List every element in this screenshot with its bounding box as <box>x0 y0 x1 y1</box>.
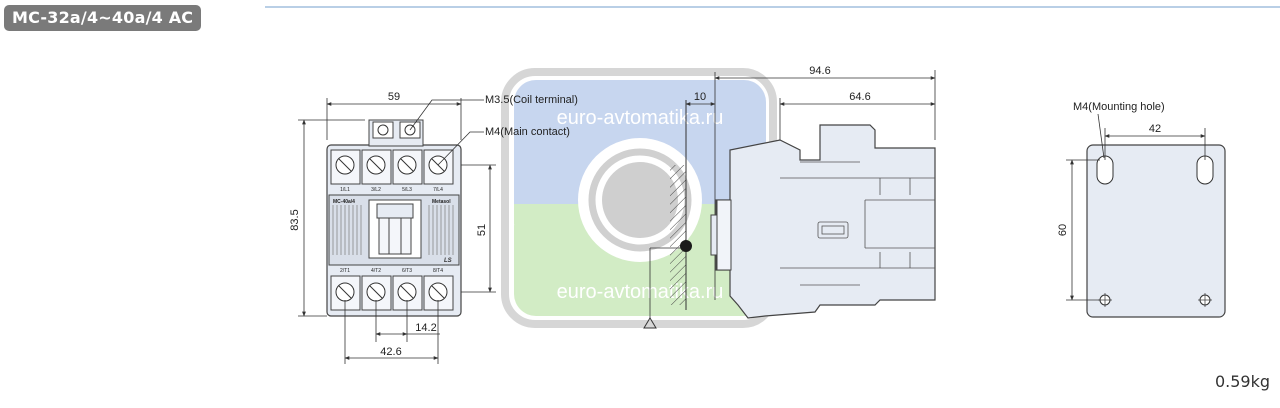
model-plate: MC-40a/4 <box>333 199 355 205</box>
front-view: 1/L1 3/L2 5/L3 7/L4 MC-40a/4 Metasol LS … <box>289 91 578 364</box>
dim-inner-51: 51 <box>476 224 488 236</box>
terminal-8T4: 8/T4 <box>433 268 443 274</box>
ls-logo: LS <box>444 258 452 264</box>
terminal-3L2: 3/L2 <box>371 187 381 193</box>
terminal-4T2: 4/T2 <box>371 268 381 274</box>
terminal-5L3: 5/L3 <box>402 187 412 193</box>
dim-mount-height: 60 <box>1057 224 1069 236</box>
weight-label: 0.59kg <box>1214 372 1270 391</box>
watermark-text-top: euro-avtomatika.ru <box>557 107 724 129</box>
model-badge: MC-32a/4~40a/4 AC <box>4 5 202 31</box>
dim-total-depth: 94.6 <box>809 65 830 77</box>
main-contact-label: M4(Main contact) <box>485 126 570 138</box>
dim-width-59: 59 <box>388 91 400 103</box>
mounting-view: M4(Mounting hole) 42 60 <box>1057 101 1226 318</box>
brand-plate: Metasol <box>432 199 451 205</box>
dim-bottom-42-6: 42.6 <box>380 346 401 358</box>
dim-pitch-14-2: 14.2 <box>415 322 436 334</box>
mounting-hole-label: M4(Mounting hole) <box>1073 101 1165 113</box>
terminal-7L4: 7/L4 <box>433 187 443 193</box>
dim-height-83-5: 83.5 <box>289 209 301 230</box>
dim-offset: 10 <box>694 91 706 103</box>
terminal-1L1: 1/L1 <box>340 187 350 193</box>
terminal-6T3: 6/T3 <box>402 268 412 274</box>
watermark-text-bottom: euro-avtomatika.ru <box>557 281 724 303</box>
dim-hole-spacing: 42 <box>1149 123 1161 135</box>
dim-body-depth: 64.6 <box>849 91 870 103</box>
coil-terminal-label: M3.5(Coil terminal) <box>485 94 578 106</box>
header-rule <box>265 6 1280 8</box>
side-view: 94.6 64.6 10 <box>643 65 936 329</box>
terminal-2T1: 2/T1 <box>340 268 350 274</box>
